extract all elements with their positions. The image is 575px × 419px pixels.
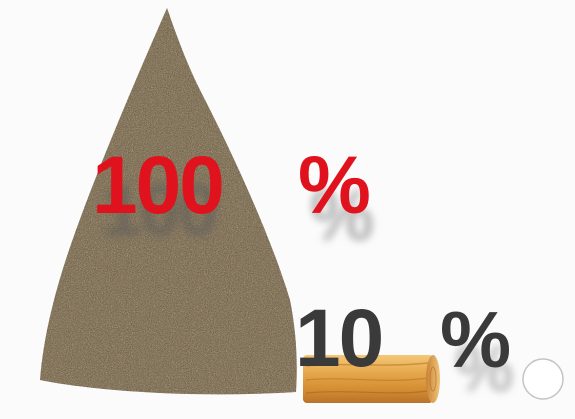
small-percent-label: %: [440, 295, 512, 384]
large-value-shadow: 100: [102, 171, 218, 251]
small-value-label: 10: [295, 293, 384, 384]
circle-icon: [522, 358, 564, 400]
large-percent-label: %: [298, 140, 371, 231]
wood-block-icon: [303, 355, 440, 403]
large-value-label: 100: [92, 140, 225, 231]
large-percent-shadow: %: [310, 176, 375, 256]
grain-pile-icon: [40, 8, 297, 395]
small-percent-shadow: %: [455, 331, 514, 405]
